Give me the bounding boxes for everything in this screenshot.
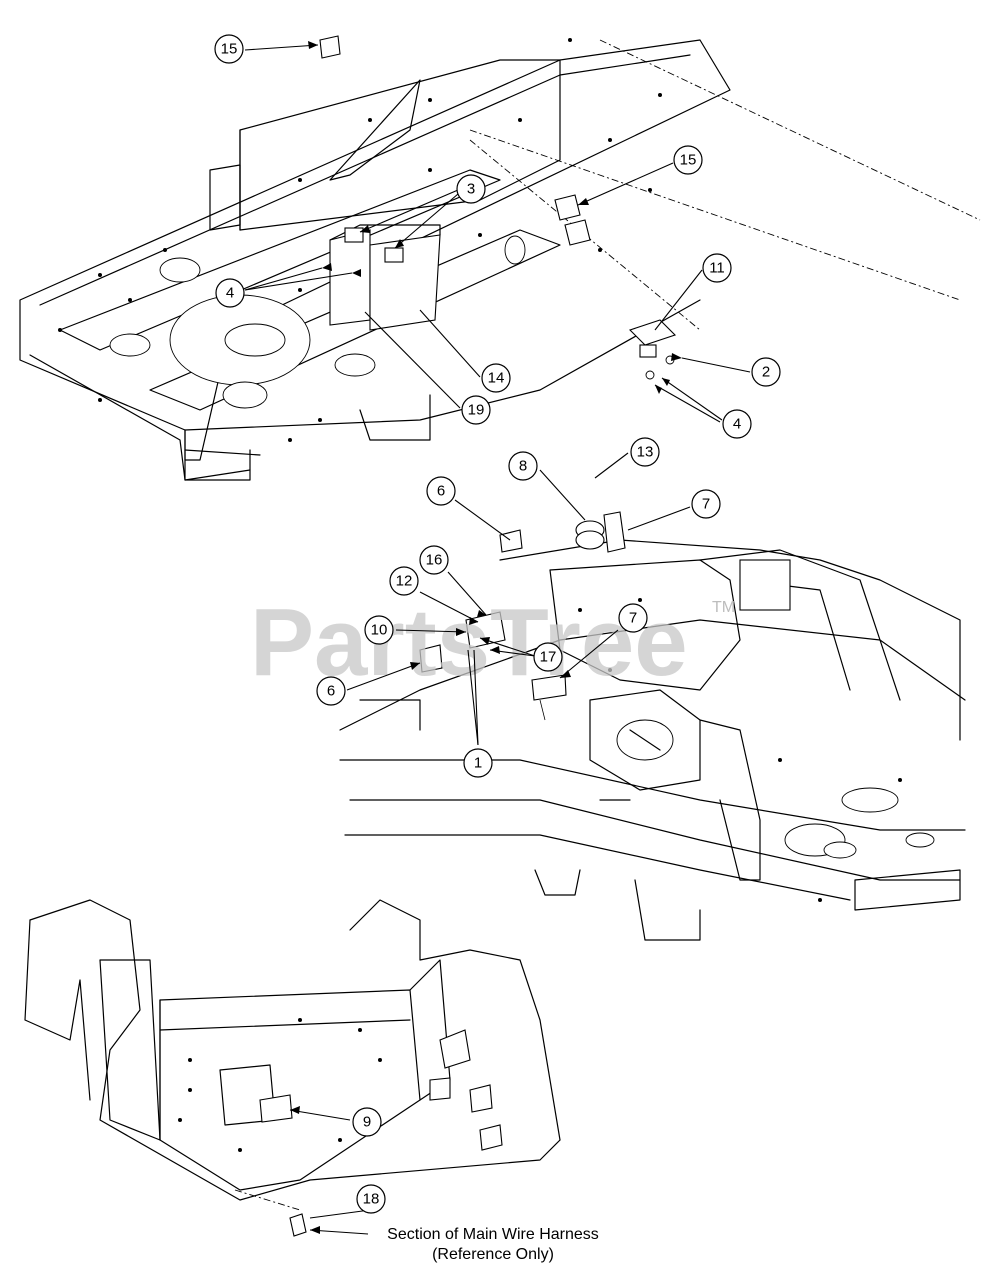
svg-text:15: 15	[221, 41, 238, 58]
relays-15	[319, 35, 591, 246]
part-6a	[499, 529, 523, 553]
callout-12: 12	[389, 566, 419, 596]
switch-11	[628, 319, 677, 380]
lower-frame	[24, 899, 561, 1237]
callout-2: 2	[751, 357, 781, 387]
callout-4-right: 4	[722, 409, 752, 439]
callout-6-bottom: 6	[316, 676, 346, 706]
svg-text:3: 3	[467, 181, 475, 198]
leader-arrowheads	[290, 41, 682, 1234]
svg-text:6: 6	[327, 683, 335, 700]
leader-lines	[244, 44, 751, 1235]
callout-1: 1	[463, 748, 493, 778]
callout-15-top: 15	[214, 34, 244, 64]
callout-7-bottom: 7	[618, 603, 648, 633]
callout-7-top: 7	[691, 489, 721, 519]
svg-text:2: 2	[762, 364, 770, 381]
callout-11: 11	[702, 253, 732, 283]
battery-boxes	[329, 224, 441, 331]
svg-text:15: 15	[680, 152, 697, 169]
callout-3: 3	[456, 174, 486, 204]
svg-text:1: 1	[474, 755, 482, 772]
svg-text:19: 19	[468, 402, 485, 419]
svg-text:10: 10	[371, 622, 388, 639]
callout-15-right: 15	[673, 145, 703, 175]
svg-text:9: 9	[363, 1114, 371, 1131]
svg-text:6: 6	[437, 483, 445, 500]
callout-16: 16	[419, 545, 449, 575]
svg-text:7: 7	[702, 496, 710, 513]
svg-text:11: 11	[709, 260, 725, 277]
middle-console	[339, 511, 966, 941]
callout-13: 13	[630, 437, 660, 467]
svg-text:18: 18	[363, 1191, 380, 1208]
svg-text:12: 12	[396, 573, 413, 590]
svg-text:13: 13	[637, 444, 654, 461]
note-line-2: (Reference Only)	[432, 1246, 554, 1263]
callout-9: 9	[352, 1107, 382, 1137]
callout-8: 8	[508, 451, 538, 481]
callout-6-top: 6	[426, 476, 456, 506]
callout-17: 17	[533, 642, 563, 672]
svg-text:14: 14	[488, 370, 505, 387]
upper-frame	[19, 38, 981, 481]
svg-text:17: 17	[540, 649, 557, 666]
callout-4-left: 4	[215, 278, 245, 308]
callout-18: 18	[356, 1184, 386, 1214]
svg-text:7: 7	[629, 610, 637, 627]
svg-text:16: 16	[426, 552, 443, 569]
svg-text:8: 8	[519, 458, 527, 475]
watermark-tm: TM	[712, 599, 735, 616]
svg-text:4: 4	[733, 416, 741, 433]
callout-19: 19	[461, 395, 491, 425]
watermark: PartsTree	[250, 589, 688, 696]
svg-text:4: 4	[226, 285, 234, 302]
callout-14: 14	[481, 363, 511, 393]
note-line-1: Section of Main Wire Harness	[387, 1226, 599, 1243]
callout-10: 10	[364, 615, 394, 645]
